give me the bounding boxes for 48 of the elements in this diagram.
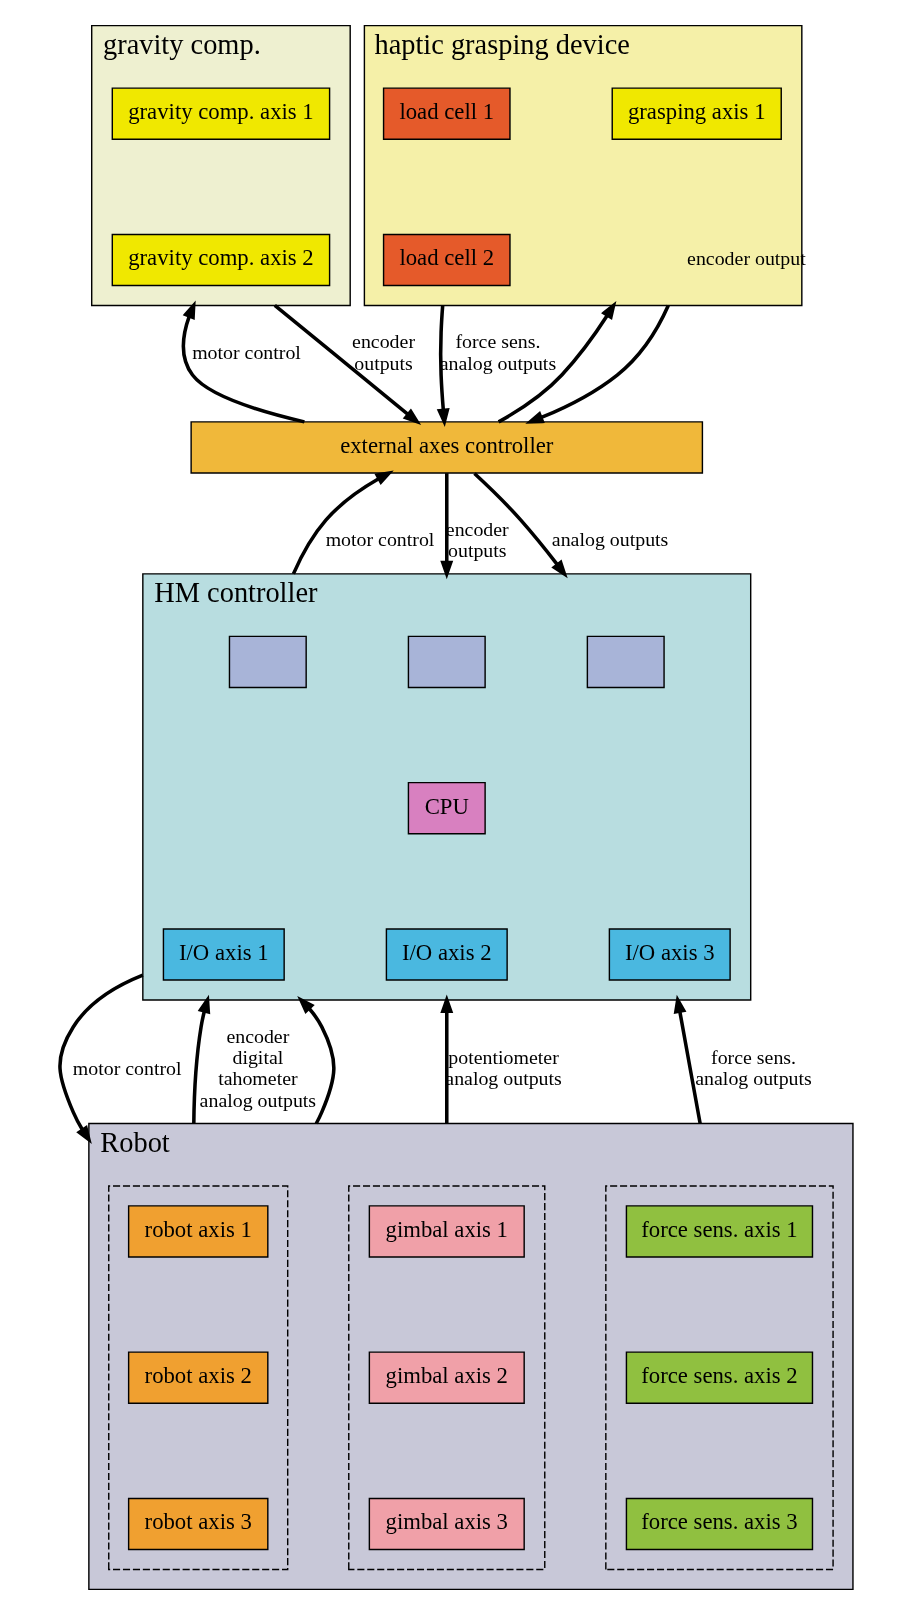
cluster [348, 1185, 546, 1571]
node-box: force sens. axis 1 [625, 1205, 814, 1258]
node-box: robot axis 3 [127, 1497, 269, 1551]
edge-label: potentiometer analog outputs [445, 1046, 562, 1090]
edge-label: motor control [192, 340, 301, 363]
arrow [497, 300, 617, 424]
node-box: robot axis 2 [127, 1351, 269, 1404]
node-box: I/O axis 3 [608, 928, 731, 981]
arrow [673, 994, 702, 1124]
arrow [273, 304, 422, 426]
node-box: I/O axis 1 [162, 928, 285, 981]
node-box [586, 635, 665, 689]
node-box: load cell 1 [382, 87, 511, 140]
arrow [181, 300, 305, 424]
node-box: force sens. axis 2 [625, 1351, 814, 1404]
edge-label: force sens. analog outputs [439, 330, 557, 374]
arrow [473, 472, 568, 579]
arrow [525, 304, 670, 424]
cluster [108, 1185, 289, 1571]
arrow [436, 305, 450, 428]
node-box: robot axis 1 [127, 1205, 269, 1258]
edge-label: encoder outputs [445, 517, 509, 562]
edge-label: encoder outputs [352, 330, 416, 374]
node-box: I/O axis 2 [385, 928, 508, 981]
cluster [605, 1185, 834, 1571]
node-box: gimbal axis 1 [368, 1205, 525, 1258]
node-box: grasping axis 1 [611, 87, 782, 140]
node-box: gimbal axis 2 [368, 1351, 525, 1404]
node-box: load cell 2 [382, 233, 511, 287]
edge-label: motor control [325, 528, 435, 551]
node-box: CPU [407, 781, 486, 835]
arrow [291, 470, 394, 575]
edge-label: force sens. analog outputs [695, 1046, 812, 1090]
arrow [440, 994, 454, 1124]
node-box: force sens. axis 3 [625, 1497, 814, 1551]
edge-label: motor control [72, 1056, 182, 1079]
node-box [407, 635, 486, 689]
edge-label: encoder digital tahometer analog outputs [199, 1024, 317, 1111]
arrow [192, 994, 211, 1124]
node-box: gimbal axis 3 [368, 1497, 525, 1551]
arrow [297, 996, 336, 1125]
node-box: external axes controller [190, 421, 704, 474]
edge-label: analog outputs [551, 528, 669, 551]
node-box: gravity comp. axis 1 [111, 87, 331, 140]
arrow [440, 473, 454, 580]
arrow [58, 973, 144, 1145]
node-box: gravity comp. axis 2 [111, 233, 331, 287]
node-box [228, 635, 307, 689]
